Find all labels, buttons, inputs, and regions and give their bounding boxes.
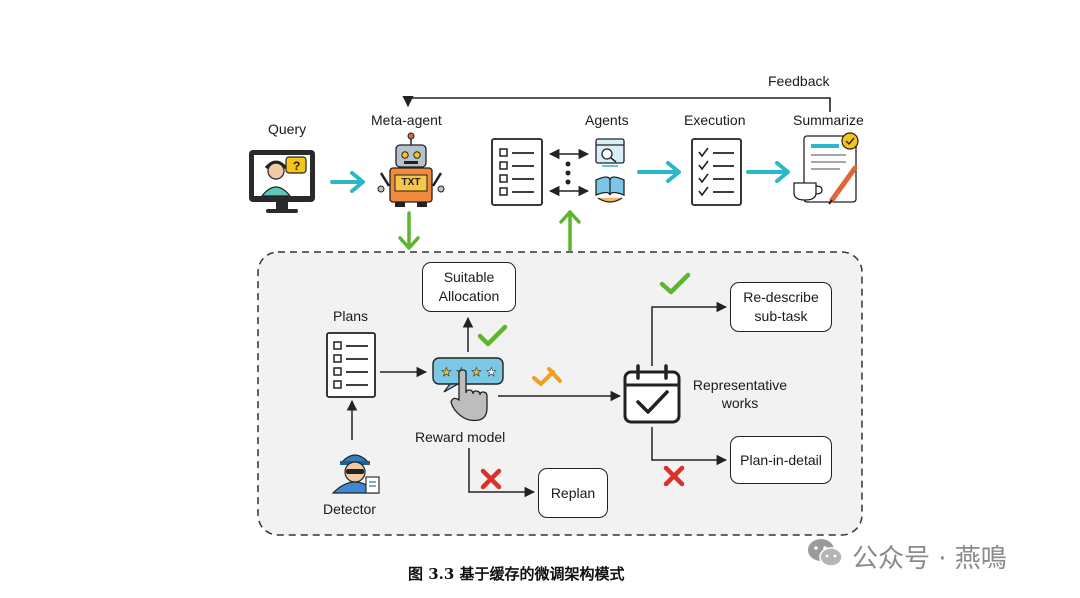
- query-icon: ?: [249, 150, 315, 213]
- svg-text:★: ★: [486, 365, 497, 379]
- plan-in-detail-label: Plan-in-detail: [740, 451, 822, 468]
- robot-icon: [377, 132, 445, 207]
- query-label: Query: [268, 121, 307, 137]
- connector-lines: [346, 301, 728, 498]
- reward-model-icon: ★ ★ ★ ★: [432, 357, 504, 422]
- plan-in-detail-box: Plan-in-detail: [730, 436, 832, 484]
- cyan-arrow-agents-to-execution: [637, 161, 681, 183]
- suitable-allocation-box: Suitable Allocation: [422, 262, 516, 312]
- redescribe-line1: Re-describe: [743, 289, 819, 306]
- replan-label: Replan: [550, 484, 596, 501]
- plans-label: Plans: [333, 308, 369, 324]
- cyan-arrow-query-to-meta: [330, 171, 365, 193]
- watermark-text: 公众号 · 燕鳴: [852, 544, 1007, 574]
- redescribe-line2: sub-task: [754, 308, 808, 324]
- suitable-line1: Suitable: [443, 269, 495, 286]
- meta-agent-label: Meta-agent: [371, 112, 442, 128]
- representative-works-label: Representative works: [684, 377, 796, 411]
- agent-book-icon: [595, 176, 625, 203]
- check-mark-icon: [659, 272, 691, 295]
- green-arrow-down: [398, 211, 420, 250]
- cross-mark-icon: [663, 465, 685, 487]
- detector-icon: [331, 454, 380, 494]
- redescribe-subtask-box: Re-describe sub-task: [730, 282, 832, 332]
- agents-label: Agents: [585, 112, 629, 128]
- feedback-label: Feedback: [768, 73, 830, 89]
- green-arrow-up: [559, 210, 581, 252]
- calendar-check-icon: [623, 364, 681, 424]
- bidirectional-arrows: [548, 148, 590, 197]
- check-mark-icon: [477, 324, 508, 347]
- figure-caption: 图 3.3 基于缓存的微调架构模式: [408, 565, 625, 583]
- feedback-loop: [402, 95, 831, 112]
- task-list-icon: [491, 138, 543, 206]
- agent-search-icon: [595, 138, 625, 167]
- replan-box: Replan: [538, 468, 608, 518]
- plans-list-icon: [326, 332, 376, 398]
- robot-screen-text: TXT: [401, 177, 421, 188]
- partial-check-cross-icon: [532, 367, 562, 386]
- wechat-icon: [808, 539, 843, 567]
- reward-model-label: Reward model: [415, 429, 506, 445]
- svg-text:?: ?: [293, 159, 300, 173]
- svg-text:★: ★: [441, 365, 452, 379]
- suitable-line2: Allocation: [438, 288, 500, 304]
- representative-line1: Representative: [692, 377, 788, 393]
- cross-mark-icon: [480, 468, 502, 490]
- summarize-label: Summarize: [793, 112, 864, 128]
- execution-label: Execution: [684, 112, 746, 128]
- representative-line2: works: [721, 395, 759, 411]
- cyan-arrow-execution-to-summarize: [746, 161, 790, 183]
- svg-text:★: ★: [471, 365, 482, 379]
- execution-checklist-icon: [691, 138, 742, 206]
- summarize-document-icon: [793, 132, 859, 205]
- dashed-panel: [257, 251, 863, 536]
- detector-label: Detector: [323, 501, 376, 517]
